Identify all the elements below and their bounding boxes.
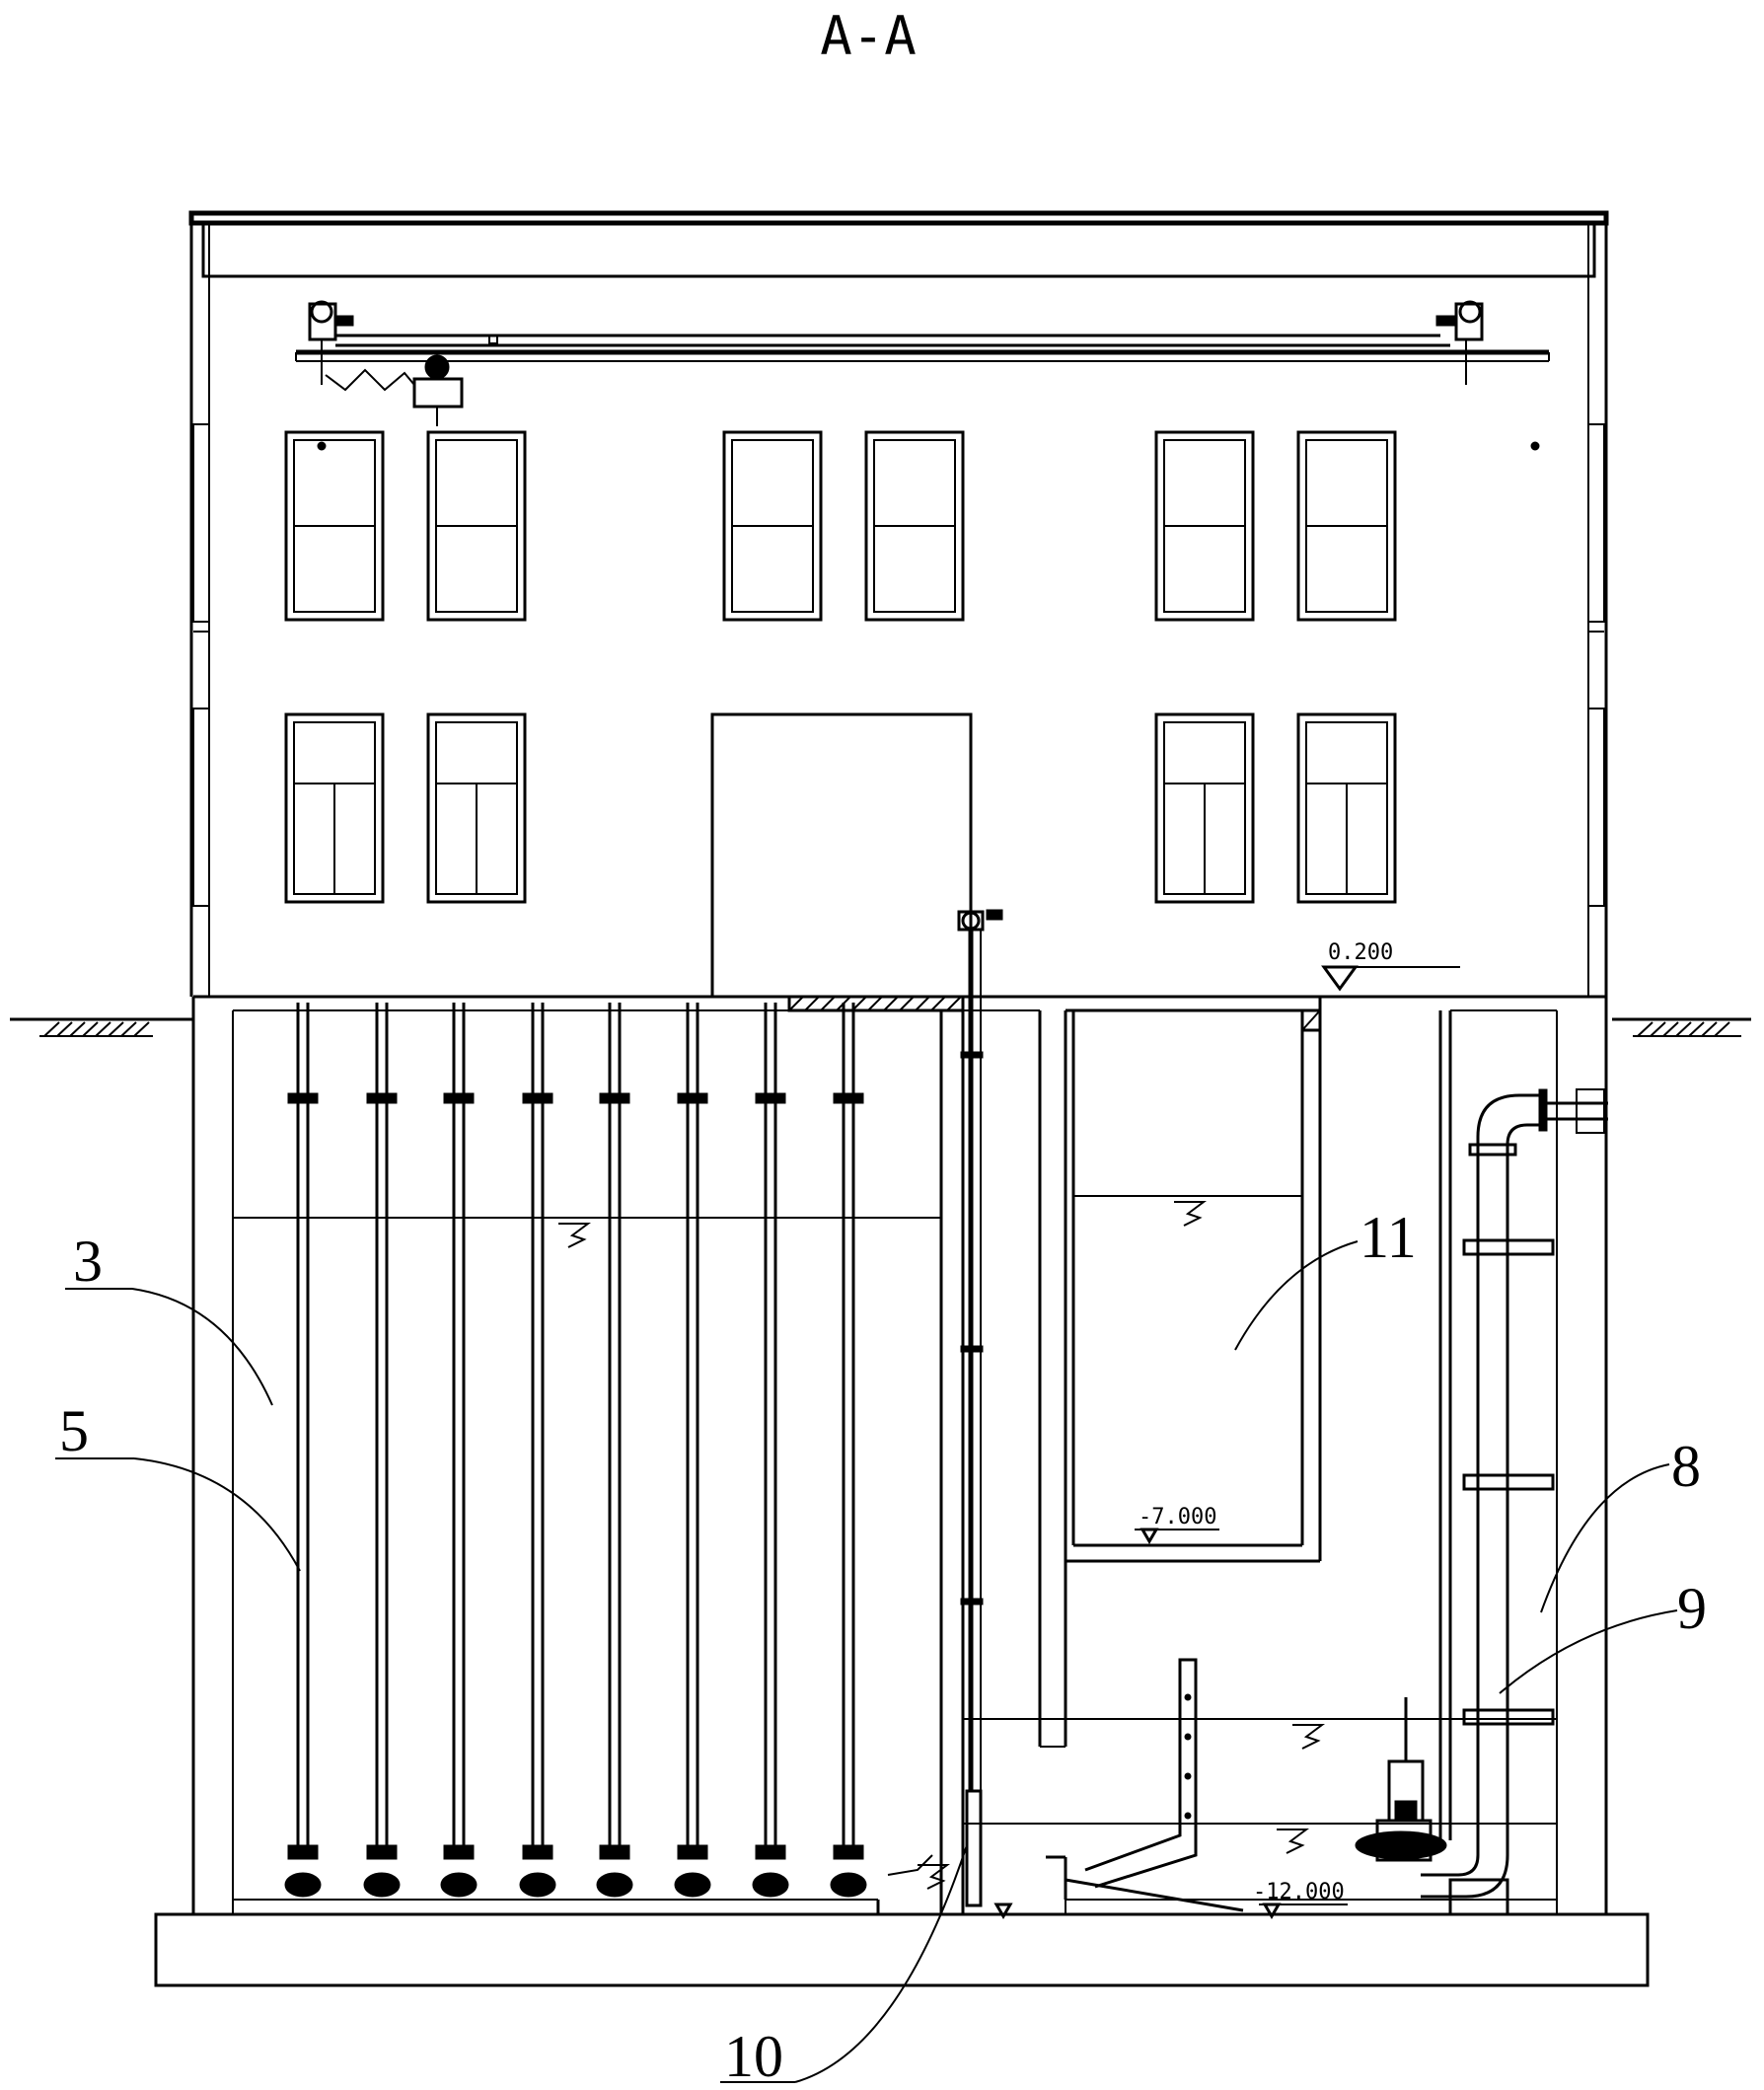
svg-text:11: 11	[1360, 1205, 1417, 1270]
window	[426, 712, 527, 904]
pipe	[830, 1003, 867, 1898]
vertical-pipes	[284, 1003, 867, 1898]
callout-9: 9	[1499, 1576, 1707, 1694]
callout-10: 10	[720, 1844, 968, 2089]
window	[284, 712, 385, 904]
pipe	[440, 1003, 478, 1898]
callout-11: 11	[1234, 1205, 1417, 1351]
svg-text:3: 3	[73, 1229, 103, 1294]
window	[722, 430, 823, 622]
window	[426, 430, 527, 622]
door	[710, 712, 973, 999]
pipe	[596, 1003, 633, 1898]
pipe	[752, 1003, 789, 1898]
ground-line	[10, 1017, 1751, 1037]
building-superstructure	[188, 210, 1609, 997]
callout-8: 8	[1540, 1434, 1701, 1613]
lower-windows	[284, 712, 1397, 904]
callout-3: 3	[65, 1229, 273, 1406]
underground-structure	[154, 995, 1650, 1987]
window	[1154, 712, 1255, 904]
svg-text:10: 10	[724, 2024, 783, 2089]
elevation-label: 0.200	[1328, 940, 1393, 965]
window	[864, 430, 965, 622]
elevation-marker-top: 0.200	[1321, 940, 1460, 992]
elevation-label: -7.000	[1139, 1505, 1216, 1530]
section-title: A-A	[820, 5, 917, 67]
pipe	[284, 1003, 322, 1898]
pipe	[519, 1003, 556, 1898]
upper-windows	[284, 430, 1397, 622]
pipe	[674, 1003, 711, 1898]
overhead-crane	[295, 300, 1550, 451]
pipe	[363, 1003, 401, 1898]
sluice-gate	[957, 909, 1003, 1907]
window	[1296, 430, 1397, 622]
elevation-label: -12.000	[1253, 1880, 1345, 1904]
window	[1154, 430, 1255, 622]
elevation-marker-bottom: -12.000	[1253, 1880, 1348, 1919]
callout-5: 5	[55, 1398, 301, 1572]
pump-riser	[1355, 1088, 1608, 1916]
svg-text:8: 8	[1671, 1434, 1701, 1499]
window	[284, 430, 385, 622]
svg-text:5: 5	[59, 1398, 89, 1463]
water-level-symbols	[558, 1201, 1325, 1890]
svg-text:9: 9	[1677, 1576, 1707, 1641]
elevation-marker-mid: -7.000	[1135, 1505, 1219, 1544]
window	[1296, 712, 1397, 904]
